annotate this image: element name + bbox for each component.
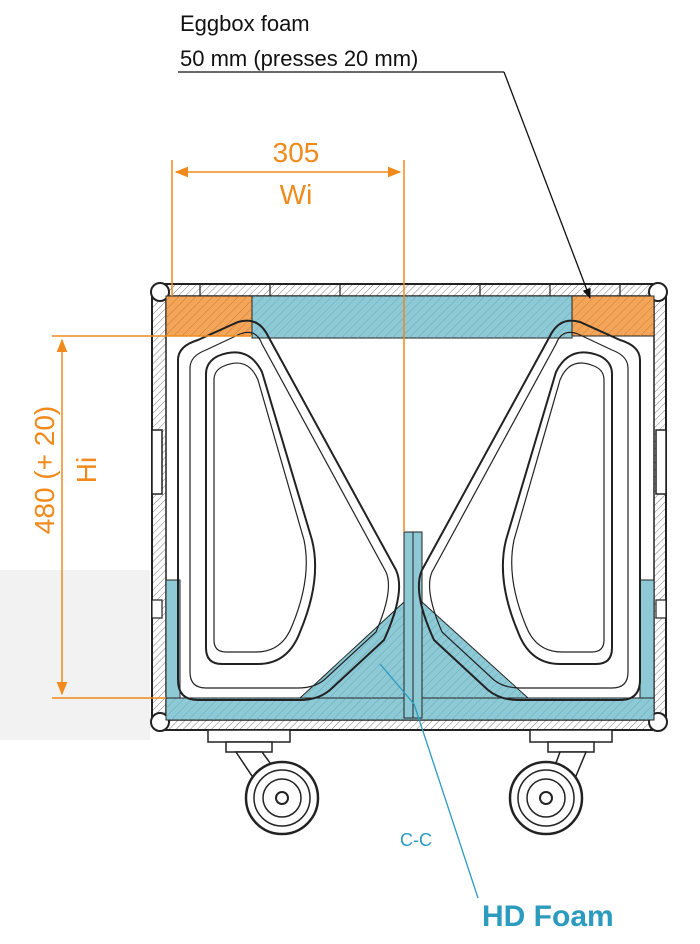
width-dimension-symbol: Wi bbox=[280, 179, 313, 210]
speaker-right bbox=[417, 319, 641, 701]
hd-foam-callout: HD Foam bbox=[482, 900, 614, 933]
caster-left bbox=[207, 729, 320, 836]
height-dimension-value: 480 (+ 20) bbox=[29, 406, 60, 534]
section-label: C-C bbox=[400, 830, 432, 850]
caster-right bbox=[508, 729, 613, 836]
eggbox-callout-line2: 50 mm (presses 20 mm) bbox=[180, 46, 418, 71]
hd-foam-callout-leader bbox=[379, 663, 479, 899]
speaker-left bbox=[177, 319, 401, 701]
width-dimension-value: 305 bbox=[273, 137, 320, 168]
height-dimension-symbol: Hi bbox=[71, 457, 102, 483]
eggbox-callout-line1: Eggbox foam bbox=[180, 11, 310, 36]
height-dimension bbox=[52, 335, 252, 699]
eggbox-foam bbox=[165, 295, 655, 337]
eggbox-callout-leader bbox=[178, 71, 591, 299]
width-dimension bbox=[171, 160, 405, 532]
